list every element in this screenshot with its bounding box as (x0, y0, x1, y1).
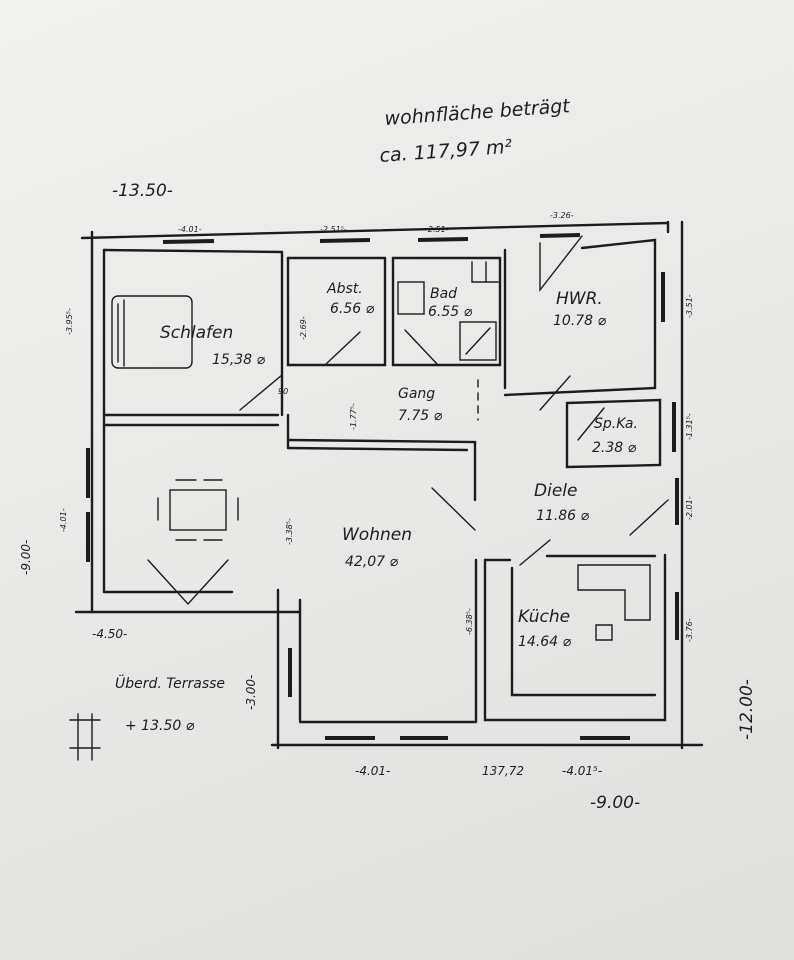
room-terrasse: Überd. Terrasse + 13.50 ⌀ (115, 674, 225, 734)
windows (86, 233, 679, 740)
dim-hwr-depth: -3.51- (685, 294, 694, 318)
room-abst: Abst. 6.56 ⌀ (326, 281, 375, 317)
dim-schlafen-depth: -3.95⁵- (65, 308, 74, 335)
dim-bottom-window-1: -4.01- (355, 764, 390, 778)
room-diele: Diele 11.86 ⌀ (534, 481, 590, 524)
room-schlafen: Schlafen 15,38 ⌀ (160, 323, 266, 368)
room-area: 7.75 ⌀ (398, 408, 443, 424)
room-area: 15,38 ⌀ (212, 352, 266, 368)
room-name: Abst. (326, 281, 363, 297)
area-note-line1: wohnfläche beträgt (384, 95, 572, 130)
sink-icon (397, 281, 425, 315)
room-name: Gang (398, 386, 435, 402)
dim-diele-depth: -2.01- (685, 496, 694, 520)
area-note-line2: ca. 117,97 m² (379, 136, 513, 167)
room-kueche: Küche 14.64 ⌀ (518, 607, 572, 650)
room-area: 11.86 ⌀ (536, 508, 590, 524)
room-area: 6.55 ⌀ (428, 304, 473, 320)
room-speisekammer: Sp.Ka. 2.38 ⌀ (592, 416, 638, 456)
dim-kueche-depth: -3.76- (685, 618, 694, 642)
dim-spka-depth: -1.31⁵- (685, 413, 694, 440)
room-hwr: HWR. 10.78 ⌀ (553, 289, 607, 329)
room-bad: Bad 6.55 ⌀ (428, 286, 473, 320)
inner-walls (102, 238, 667, 724)
dim-width-bottom-right: -9.00- (590, 793, 640, 813)
bed-icon (111, 295, 193, 369)
dim-wohnen-depth: -3.38⁵- (285, 518, 294, 545)
room-area: 2.38 ⌀ (592, 440, 637, 456)
room-name: Bad (430, 286, 457, 302)
room-wohnen: Wohnen 42,07 ⌀ (342, 525, 412, 570)
room-gang: Gang 7.75 ⌀ (398, 386, 443, 424)
door-width-label: 90 (278, 387, 288, 396)
dining-table-icon (169, 489, 227, 531)
dim-abst-depth: -2.69- (299, 316, 308, 340)
dim-overall-height-left: -9.00- (19, 540, 33, 575)
dim-window-abst: -2.51⁵- (320, 225, 347, 234)
room-name: Küche (518, 607, 570, 627)
room-area: 42,07 ⌀ (345, 554, 399, 570)
room-area: + 13.50 ⌀ (125, 718, 195, 734)
dim-terrace-width: -4.50- (92, 627, 127, 641)
room-name: Diele (534, 481, 577, 501)
dim-terrace-depth: -3.00- (244, 675, 258, 710)
dim-window-hwr: -3.26- (550, 211, 574, 220)
kitchen-counter-icon (577, 564, 651, 621)
dim-window-schlafen: -4.01- (178, 225, 202, 234)
dim-wohnen-left-window: -4.01- (59, 508, 68, 532)
dim-window-bad: -2.51- (425, 225, 449, 234)
dim-gang-depth: -1.77⁵- (349, 403, 358, 430)
dim-bottom-total: 137,72 (482, 764, 524, 778)
dim-overall-width: -13.50- (112, 181, 173, 201)
room-area: 10.78 ⌀ (553, 313, 607, 329)
dim-overall-height-right: -12.00- (737, 679, 757, 740)
furniture (69, 261, 651, 761)
grid-symbol-icon (69, 713, 101, 761)
door-swings (147, 235, 669, 606)
room-area: 6.56 ⌀ (330, 301, 375, 317)
dim-wohnen-right-depth: -6.38⁵- (465, 608, 474, 635)
room-area: 14.64 ⌀ (518, 634, 572, 650)
dim-bottom-window-2: -4.01⁵- (562, 764, 602, 778)
room-name: HWR. (556, 289, 603, 309)
room-name: Sp.Ka. (594, 416, 638, 432)
outer-walls (74, 220, 704, 750)
room-name: Wohnen (342, 525, 412, 545)
room-name: Überd. Terrasse (115, 674, 225, 692)
shower-icon (459, 321, 497, 361)
room-name: Schlafen (160, 323, 233, 343)
